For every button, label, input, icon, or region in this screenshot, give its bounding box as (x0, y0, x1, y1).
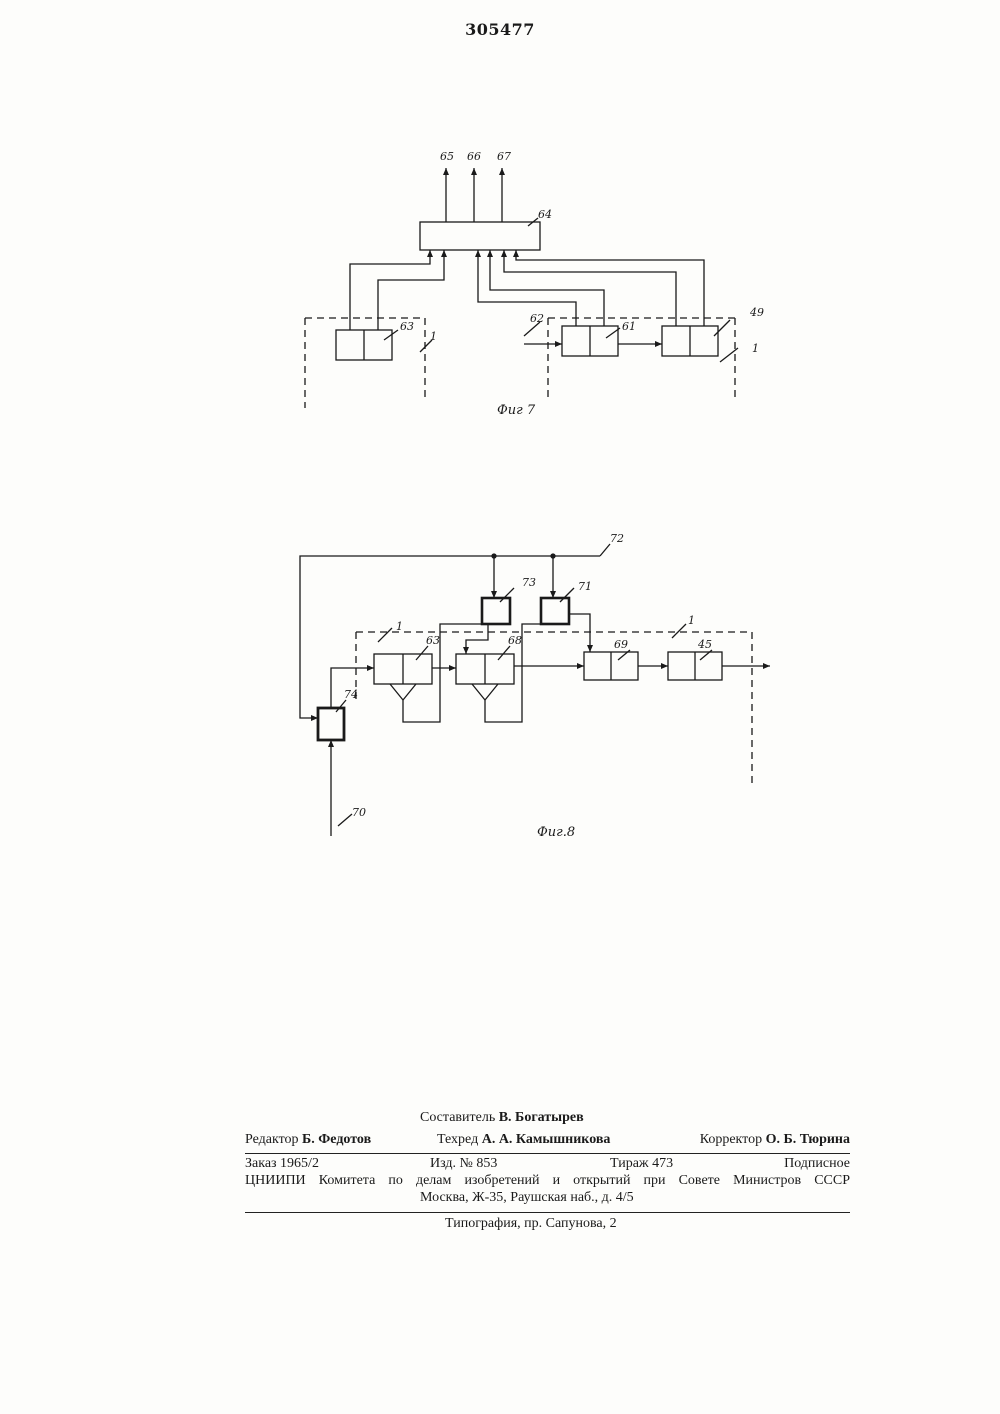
figure-8-diagram: 72 73 71 63 68 69 45 74 70 1 1 Фиг.8 (0, 0, 1000, 860)
label-71: 71 (578, 580, 592, 593)
techred-name: А. А. Камышникова (482, 1132, 611, 1147)
block-74 (318, 708, 344, 740)
org-line-1: ЦНИИПИ Комитета по делам изобретений и о… (245, 1173, 850, 1189)
label-74: 74 (344, 688, 358, 701)
block-73 (482, 598, 510, 624)
compiler-name: В. Богатырев (499, 1110, 584, 1125)
label-bus-1-left-fig8: 1 (396, 620, 403, 633)
editor-line: Редактор Б. Федотов (245, 1132, 371, 1148)
editor-label: Редактор (245, 1132, 299, 1147)
compiler-label: Составитель (420, 1110, 495, 1125)
figure-8-caption: Фиг.8 (537, 825, 575, 840)
rule-top (245, 1153, 850, 1154)
label-72: 72 (610, 532, 624, 545)
label-70: 70 (352, 806, 366, 819)
label-bus-1-right-fig8: 1 (688, 614, 695, 627)
label-63-fig8: 63 (426, 634, 440, 647)
printer-text: Типография, пр. Сапунова, 2 (445, 1216, 617, 1232)
block-71 (541, 598, 569, 624)
corrector-name: О. Б. Тюрина (766, 1132, 850, 1147)
label-73: 73 (522, 576, 536, 589)
corrector-line: Корректор О. Б. Тюрина (700, 1132, 850, 1148)
print-run-text: Тираж 473 (610, 1156, 673, 1172)
org-line-2: Москва, Ж-35, Раушская наб., д. 4/5 (420, 1190, 634, 1206)
rule-bottom (245, 1212, 850, 1213)
label-68: 68 (508, 634, 522, 647)
corrector-label: Корректор (700, 1132, 762, 1147)
label-45: 45 (697, 638, 712, 651)
subscription-text: Подписное (784, 1156, 850, 1172)
edition-text: Изд. № 853 (430, 1156, 497, 1172)
label-69: 69 (614, 638, 628, 651)
techred-label: Техред (437, 1132, 478, 1147)
compiler-line: Составитель В. Богатырев (420, 1110, 584, 1126)
techred-line: Техред А. А. Камышникова (437, 1132, 610, 1148)
editor-name: Б. Федотов (302, 1132, 371, 1147)
order-text: Заказ 1965/2 (245, 1156, 319, 1172)
